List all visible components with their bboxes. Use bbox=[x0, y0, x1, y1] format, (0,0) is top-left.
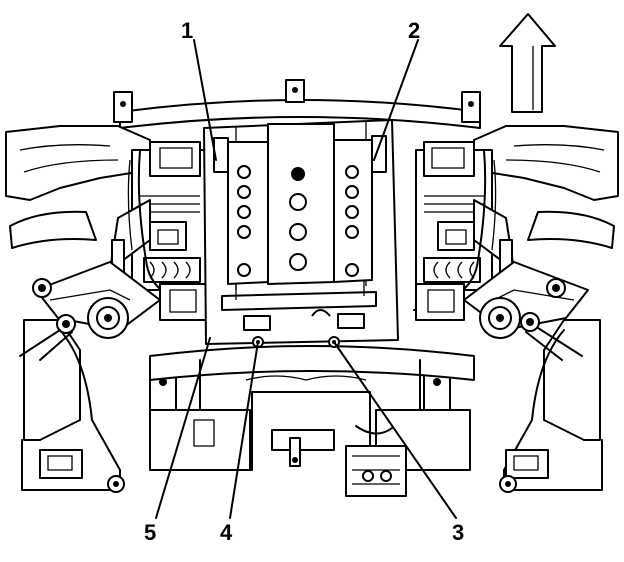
front-crossmember bbox=[113, 79, 481, 129]
up-arrow-icon bbox=[499, 13, 556, 113]
splash-shield bbox=[203, 119, 399, 348]
right-suspension-assembly bbox=[413, 141, 589, 411]
right-wheel-hub bbox=[499, 475, 517, 493]
right-frame-rail bbox=[473, 125, 619, 491]
left-suspension-assembly bbox=[19, 141, 211, 411]
callout-2: 2 bbox=[408, 18, 420, 43]
left-wheel-hub bbox=[107, 475, 125, 493]
callout-4: 4 bbox=[220, 520, 233, 545]
callout-1: 1 bbox=[181, 18, 193, 43]
callout-5: 5 bbox=[144, 520, 156, 545]
callout-3: 3 bbox=[452, 520, 464, 545]
leader-lines bbox=[155, 39, 457, 519]
left-frame-rail bbox=[5, 125, 151, 491]
